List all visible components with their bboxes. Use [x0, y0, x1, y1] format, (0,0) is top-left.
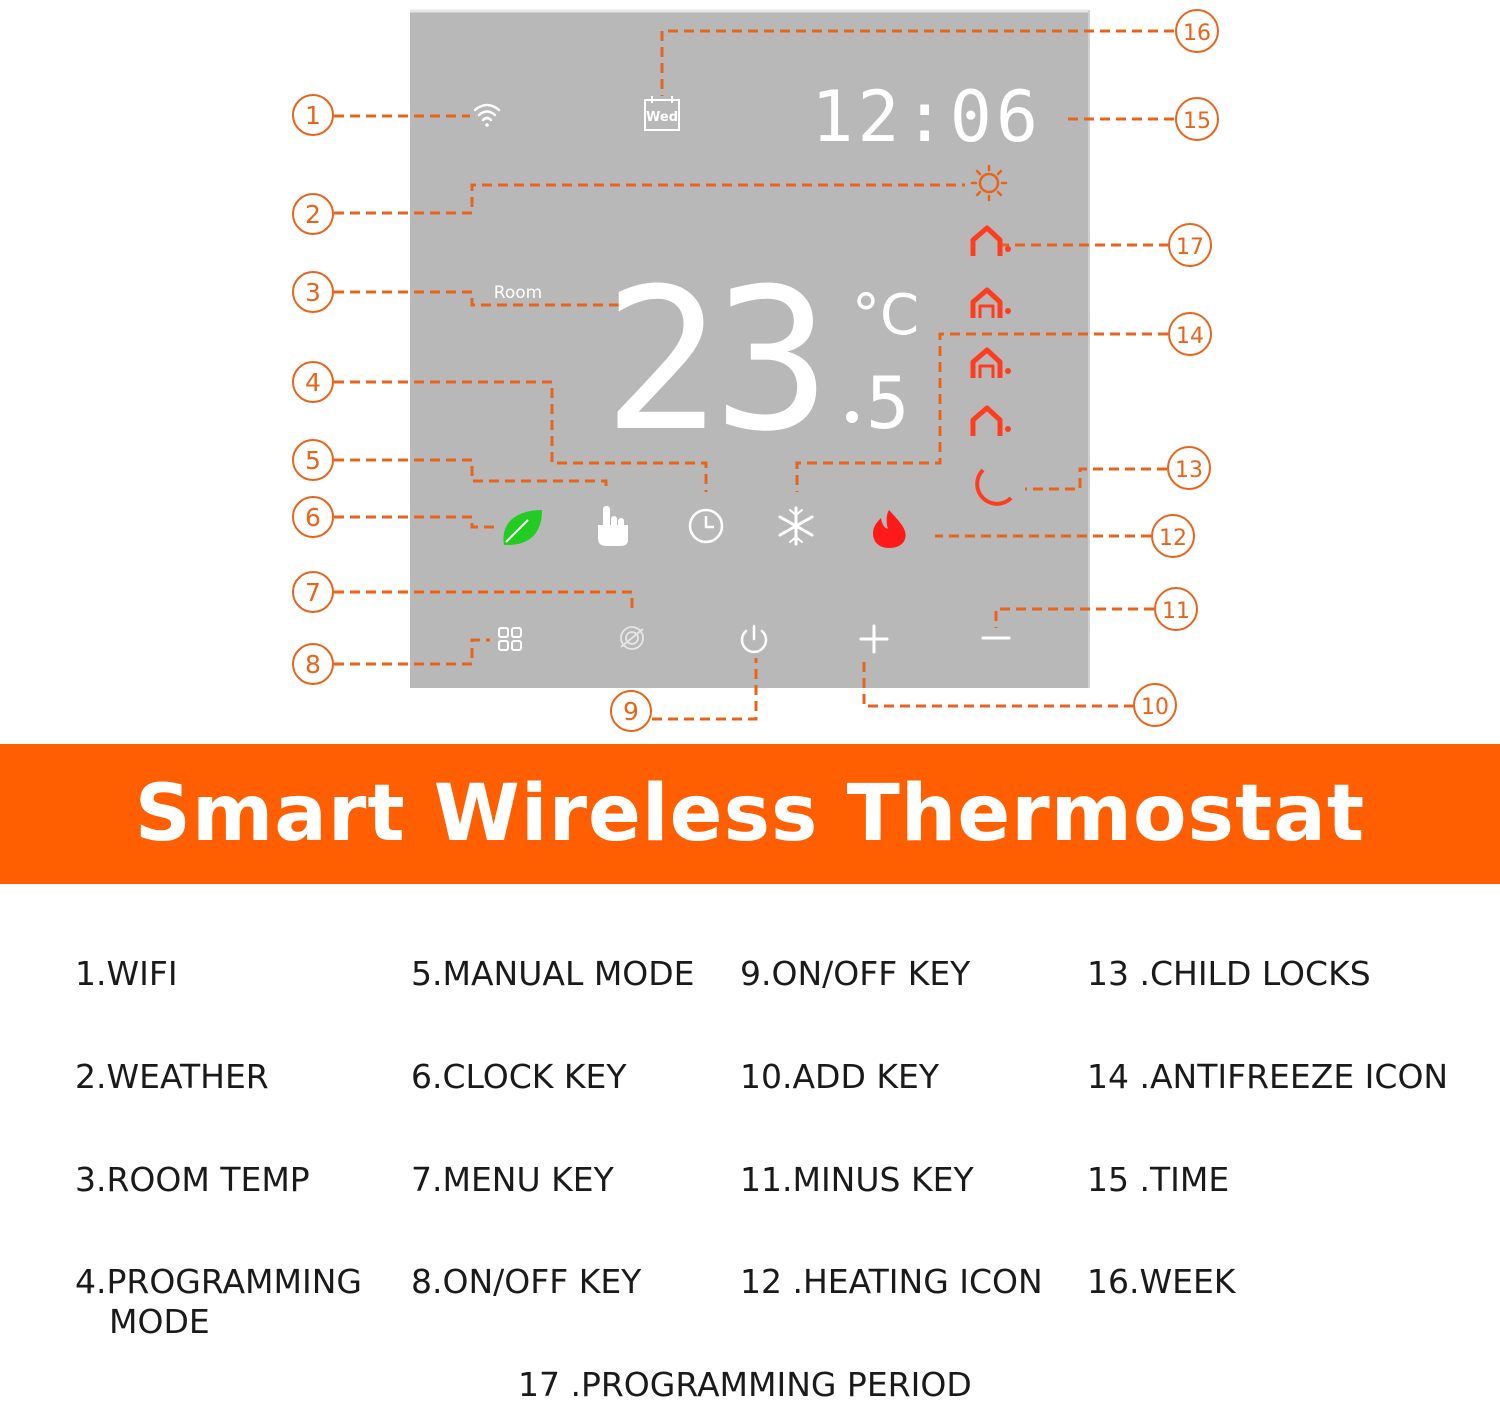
callout-14: 14: [1168, 312, 1212, 356]
svg-text:9: 9: [623, 697, 639, 726]
svg-text:17: 17: [1176, 235, 1204, 260]
svg-text:11: 11: [1162, 599, 1190, 624]
legend-item-10: 10.ADD KEY: [740, 1057, 940, 1096]
legend-item-2: 2.WEATHER: [75, 1057, 269, 1096]
title-banner: Smart Wireless Thermostat: [0, 744, 1500, 884]
power-icon[interactable]: [740, 624, 768, 654]
svg-text:7: 7: [305, 578, 321, 607]
thermostat-panel: [410, 10, 1090, 688]
legend-item-1: 1.WIFI: [75, 954, 178, 993]
callout-17: 17: [1168, 223, 1212, 267]
moon-icon: [975, 468, 1013, 506]
flame-icon: [873, 510, 906, 548]
svg-text:15: 15: [1183, 109, 1211, 134]
manual-hand-icon[interactable]: [598, 506, 628, 546]
fingerprint-icon[interactable]: [620, 626, 644, 650]
legend-item-12: 12 .HEATING ICON: [740, 1262, 1043, 1301]
legend-item-3: 3.ROOM TEMP: [75, 1160, 310, 1199]
plus-icon[interactable]: [859, 624, 889, 654]
room-label: Room: [494, 283, 542, 303]
temperature-decimal: 5: [866, 361, 909, 445]
svg-text:4: 4: [305, 368, 321, 397]
legend-item-5: 5.MANUAL MODE: [411, 954, 695, 993]
svg-text:2: 2: [305, 200, 321, 229]
legend-item-17: 17 .PROGRAMMING PERIOD: [518, 1365, 972, 1404]
legend-item-16: 16.WEEK: [1087, 1262, 1236, 1301]
week-day-icon: Wed: [644, 96, 680, 131]
svg-text:3: 3: [305, 278, 321, 307]
callout-5: 5: [292, 439, 334, 481]
legend-item-9: 9.ON/OFF KEY: [740, 954, 971, 993]
legend-item-13: 13 .CHILD LOCKS: [1087, 954, 1371, 993]
period-2-house-icon: [970, 287, 1011, 318]
callout-7: 7: [292, 571, 334, 613]
legend-item-14: 14 .ANTIFREEZE ICON: [1087, 1057, 1449, 1096]
svg-text:5: 5: [305, 446, 321, 475]
callout-11: 11: [1154, 587, 1198, 631]
time-display: 12:06: [811, 76, 1042, 158]
svg-text:8: 8: [305, 650, 321, 679]
callout-16: 16: [1175, 9, 1219, 53]
svg-text:16: 16: [1183, 21, 1211, 46]
callout-15: 15: [1175, 97, 1219, 141]
program-period-icons: [970, 225, 1011, 436]
temperature-unit: °C: [852, 283, 919, 348]
period-4-house-icon: [970, 405, 1011, 436]
snowflake-icon: [778, 506, 814, 546]
period-1-house-icon: [970, 225, 1011, 256]
svg-text:10: 10: [1141, 695, 1169, 720]
legend-item-6: 6.CLOCK KEY: [411, 1057, 627, 1096]
callout-13: 13: [1167, 446, 1211, 490]
svg-text:14: 14: [1176, 324, 1204, 349]
callout-10: 10: [1133, 683, 1177, 727]
legend-item-15: 15 .TIME: [1087, 1160, 1230, 1199]
legend-item-4-line2: MODE: [109, 1302, 210, 1341]
thermostat-diagram: 1 2 3 4 5 6 7 8 9 10 11 12 13 14 15 16 1…: [292, 9, 1219, 732]
callout-6: 6: [292, 496, 334, 538]
legend-item-8: 8.ON/OFF KEY: [411, 1262, 642, 1301]
svg-text:13: 13: [1175, 458, 1203, 483]
callout-1: 1: [292, 94, 334, 136]
callout-2: 2: [292, 193, 334, 235]
svg-text:6: 6: [305, 503, 321, 532]
period-3-house-icon: [970, 347, 1011, 378]
temperature-display: 23: [603, 247, 823, 475]
legend-item-4: 4.PROGRAMMING MODE: [75, 1262, 362, 1342]
svg-text:12: 12: [1159, 526, 1187, 551]
svg-text:1: 1: [305, 101, 321, 130]
decimal-point: [846, 411, 858, 423]
callout-3: 3: [292, 271, 334, 313]
callout-4: 4: [292, 361, 334, 403]
sun-icon: [970, 164, 1008, 202]
callout-markers: 1 2 3 4 5 6 7 8 9 10 11 12 13 14 15 16 1…: [292, 9, 1219, 732]
week-day-text: Wed: [646, 110, 678, 125]
eco-leaf-icon[interactable]: [503, 510, 542, 546]
wifi-icon: [473, 103, 501, 127]
legend-item-4-line1: 4.PROGRAMMING: [75, 1262, 362, 1301]
menu-key-icon[interactable]: [498, 627, 522, 651]
callout-12: 12: [1151, 514, 1195, 558]
legend-item-7: 7.MENU KEY: [411, 1160, 614, 1199]
callout-8: 8: [292, 643, 334, 685]
banner-title: Smart Wireless Thermostat: [134, 769, 1366, 859]
callout-9: 9: [610, 690, 652, 732]
legend-item-11: 11.MINUS KEY: [740, 1160, 974, 1199]
clock-icon[interactable]: [688, 508, 724, 544]
leader-lines: [334, 29, 1174, 721]
